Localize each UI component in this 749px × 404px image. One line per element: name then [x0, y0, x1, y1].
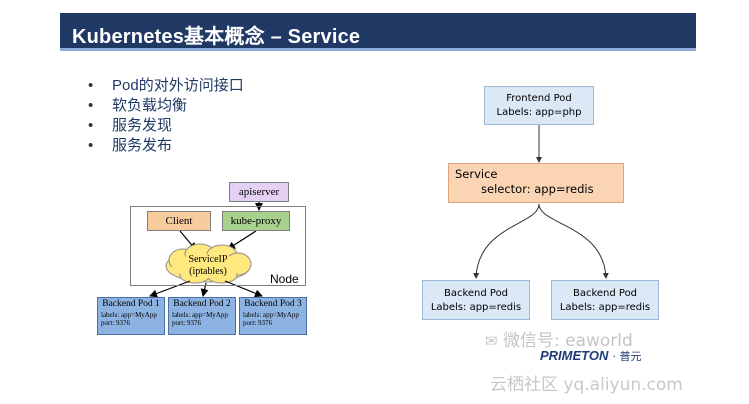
apiserver-label: apiserver	[238, 186, 280, 198]
title-bar: Kubernetes基本概念 – Service	[60, 13, 696, 51]
bullet-text: Pod的对外访问接口	[112, 77, 244, 94]
backend-pod-title: Backend Pod 3	[244, 299, 302, 309]
backend-pod-right-box: Backend Pod Labels: app=redis	[551, 280, 659, 320]
backend-pod-left-title: Backend Pod	[443, 288, 509, 299]
service-ip-cloud	[165, 243, 252, 284]
service-box: Service selector: app=redis	[448, 163, 624, 203]
bullet-list: • Pod的对外访问接口 • 软负载均衡 • 服务发现 • 服务发布	[88, 76, 244, 156]
backend-pod-2-box: Backend Pod 2 labels: app=MyApp port: 93…	[168, 297, 236, 335]
frontend-pod-labels: Labels: app=php	[496, 107, 582, 118]
bullet-text: 服务发布	[112, 137, 173, 154]
slide-title: Kubernetes基本概念 – Service	[72, 26, 361, 48]
site-text: 云栖社区 yq.aliyun.com	[490, 375, 683, 395]
brand-logo: PRIMETON	[540, 348, 609, 363]
backend-pod-left-labels: Labels: app=redis	[430, 302, 522, 313]
frontend-pod-box: Frontend Pod Labels: app=php	[484, 86, 594, 125]
bullet-text: 服务发现	[112, 117, 173, 134]
arrow-serviceip-to-pod3	[224, 280, 263, 298]
arrow-proxy-to-serviceip	[227, 230, 257, 250]
bullet-text: 软负载均衡	[112, 97, 188, 114]
backend-pod-right-title: Backend Pod	[572, 288, 638, 299]
service-ip-line2: (iptables)	[189, 266, 227, 277]
kube-proxy-box: kube-proxy	[222, 211, 290, 231]
node-frame	[130, 206, 306, 286]
bullet-dot-icon: •	[88, 97, 94, 114]
backend-pod-labels: labels: app=MyApp	[243, 311, 299, 319]
service-selector: selector: app=redis	[481, 182, 594, 196]
bullet-item: • 软负载均衡	[88, 96, 244, 116]
kube-proxy-label: kube-proxy	[230, 215, 282, 227]
backend-pod-labels: labels: app=MyApp	[101, 311, 157, 319]
site-watermark: 云栖社区 yq.aliyun.com	[490, 370, 683, 395]
node-label: Node	[270, 272, 299, 286]
curve-service-to-backend-left	[473, 203, 540, 279]
arrow-serviceip-to-pod1	[149, 280, 191, 298]
bullet-dot-icon: •	[88, 117, 94, 134]
service-ip-text: ServiceIP (iptables)	[172, 254, 244, 280]
apiserver-box: apiserver	[229, 182, 289, 202]
curve-service-to-backend-right	[538, 203, 609, 279]
service-ip-line1: ServiceIP	[188, 254, 228, 265]
brand-cn: · 普元	[612, 350, 642, 363]
backend-pod-title: Backend Pod 1	[102, 299, 160, 309]
wechat-icon: ✉	[485, 332, 498, 350]
backend-pod-title: Backend Pod 2	[173, 299, 231, 309]
brand-watermark: PRIMETON · 普元	[540, 348, 642, 364]
bullet-dot-icon: •	[88, 77, 94, 94]
backend-pod-1-box: Backend Pod 1 labels: app=MyApp port: 93…	[97, 297, 165, 335]
bullet-item: • 服务发现	[88, 116, 244, 136]
backend-pod-port: port: 9376	[101, 319, 130, 327]
bullet-dot-icon: •	[88, 137, 94, 154]
wechat-id: 微信号: eaworld	[502, 331, 633, 351]
backend-pod-3-box: Backend Pod 3 labels: app=MyApp port: 93…	[239, 297, 307, 335]
service-title: Service	[455, 167, 498, 181]
bullet-item: • 服务发布	[88, 136, 244, 156]
client-box: Client	[147, 211, 211, 231]
wechat-watermark: ✉ 微信号: eaworld	[485, 326, 633, 351]
backend-pod-left-box: Backend Pod Labels: app=redis	[422, 280, 530, 320]
backend-pod-port: port: 9376	[172, 319, 201, 327]
backend-pod-port: port: 9376	[243, 319, 272, 327]
client-label: Client	[165, 215, 193, 227]
bullet-item: • Pod的对外访问接口	[88, 76, 244, 96]
backend-pod-labels: labels: app=MyApp	[172, 311, 228, 319]
frontend-pod-title: Frontend Pod	[506, 93, 572, 104]
backend-pod-right-labels: Labels: app=redis	[559, 302, 651, 313]
